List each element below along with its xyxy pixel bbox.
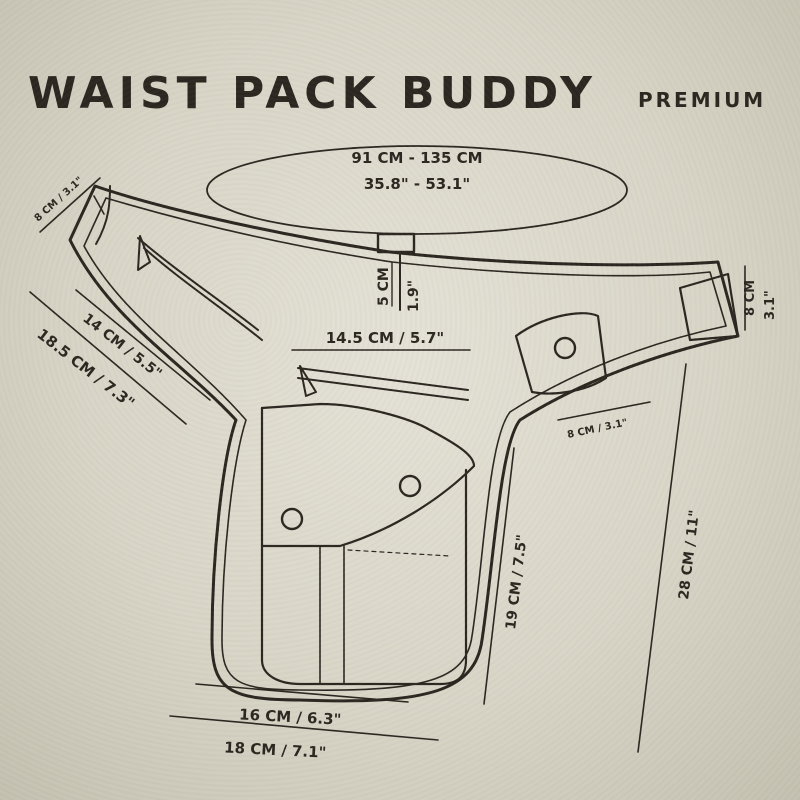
bottom-inner-dimension-line xyxy=(195,683,409,703)
snap-button-icon xyxy=(553,336,577,360)
pocket-height-dimension-line xyxy=(483,447,515,705)
buckle-icon xyxy=(376,232,416,254)
bottom-inner-width: 16 CM / 6.3" xyxy=(239,705,342,728)
buckle-height-in: 1.9" xyxy=(406,280,422,312)
left-zip-pocket xyxy=(137,235,263,341)
front-snap-button-icon-2 xyxy=(398,474,422,498)
bottom-outer-dimension-line xyxy=(169,715,439,741)
side-pocket-dimension-line xyxy=(557,401,651,421)
right-strap-width-in: 3.1" xyxy=(763,290,778,320)
buckle xyxy=(376,232,416,311)
outer-side-dimension-line xyxy=(29,291,187,425)
left-strap-dimension-line xyxy=(39,177,101,233)
left-strap xyxy=(93,185,111,245)
pocket-height: 19 CM / 7.5" xyxy=(503,534,531,631)
left-strap-width: 8 CM / 3.1" xyxy=(33,175,86,224)
belt-length-cm: 91 CM - 135 CM xyxy=(351,149,482,167)
buckle-height-cm: 5 CM xyxy=(376,267,392,306)
zipper-pull-icon-2 xyxy=(299,365,317,397)
bottom-outer-width: 18 CM / 7.1" xyxy=(224,738,327,761)
total-height: 28 CM / 11" xyxy=(676,509,703,600)
subtitle: PREMIUM xyxy=(638,88,766,112)
right-strap-width-cm: 8 CM xyxy=(743,280,758,316)
zipper-pull-icon xyxy=(137,235,151,271)
belt-circumference-ellipse xyxy=(206,145,628,235)
side-pocket xyxy=(514,312,608,395)
side-pocket-width: 8 CM / 3.1" xyxy=(566,417,628,441)
front-pocket xyxy=(260,402,476,686)
total-height-dimension-line xyxy=(637,363,687,753)
zip-pocket-dimension-line xyxy=(75,289,211,401)
front-snap-button-icon xyxy=(280,507,304,531)
upper-pocket-width: 14.5 CM / 5.7" xyxy=(326,329,444,347)
upper-zip-pocket xyxy=(297,365,469,401)
title: WAIST PACK BUDDY xyxy=(28,68,597,119)
pack-outline xyxy=(68,184,740,703)
belt-length-in: 35.8" - 53.1" xyxy=(364,175,470,193)
right-strap-end xyxy=(678,272,740,342)
